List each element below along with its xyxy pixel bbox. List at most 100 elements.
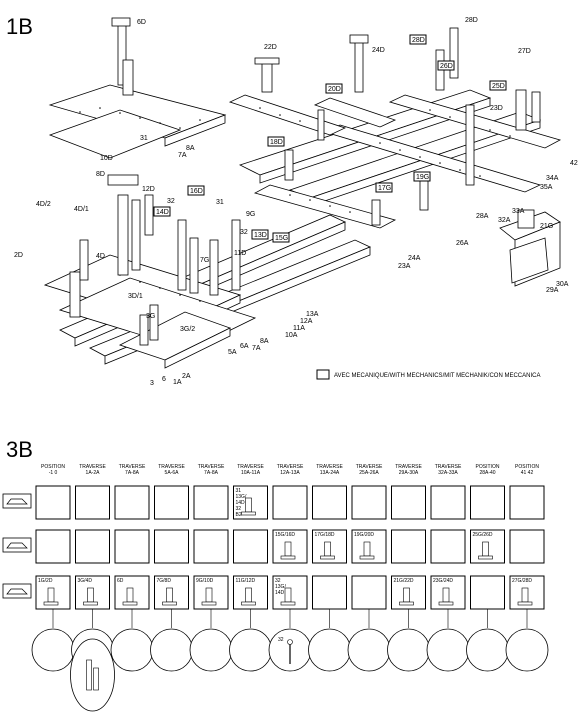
fixture-base-icon (241, 511, 256, 516)
fixture-base-icon (517, 601, 533, 606)
fixture-base-icon (399, 601, 414, 606)
label-11a: 11A (293, 325, 305, 332)
car-body-icon (6, 498, 28, 505)
label-8a: 8A (186, 145, 195, 152)
tool-circle (308, 628, 351, 672)
label-24d: 24D (372, 47, 385, 54)
tool-circle (387, 628, 430, 672)
cell-label: 17G/18D (315, 532, 335, 538)
column-header-2: 7A-8A (125, 470, 140, 476)
column-header-0: -1 0 (49, 470, 58, 476)
label-3g: 3G (146, 313, 155, 320)
clamp-icon (86, 659, 92, 691)
fixture-icon (363, 541, 371, 557)
position-cell (75, 529, 110, 564)
fixture-icon (403, 587, 410, 603)
label-3a: 3 (150, 380, 154, 387)
label-20d-box (325, 83, 343, 94)
label-28d-b: 28D (465, 17, 478, 24)
cell-label: 6D (117, 578, 124, 584)
tool-circle (31, 628, 75, 672)
label-17g-box (375, 182, 393, 193)
fixture-base-icon (359, 555, 375, 560)
position-cell (193, 485, 229, 520)
car-icon (2, 583, 32, 599)
label-4d: 4D (96, 253, 105, 260)
label-28d-a: 28D (412, 37, 425, 44)
position-cell (154, 529, 189, 564)
cell-label: 31 (236, 488, 242, 494)
column-header-3: TRAVERSE (158, 464, 185, 470)
cell-label: 25G/26D (473, 532, 493, 538)
label-26a: 26A (456, 240, 469, 247)
position-cell (233, 529, 268, 564)
column-header-12: POSITION (515, 464, 539, 470)
column-header-1: TRAVERSE (79, 464, 106, 470)
section-3b-title: 3B (6, 437, 33, 462)
label-18d-box (267, 136, 285, 147)
cell-label: 21G/22D (394, 578, 414, 584)
position-cell (351, 575, 387, 610)
column-header-12: 41 42 (521, 470, 534, 476)
tool-circle (110, 628, 154, 672)
label-42: 42 (570, 160, 578, 167)
column-header-6: 12A-13A (280, 470, 300, 476)
position-cell (430, 529, 466, 564)
label-18d: 18D (270, 139, 283, 146)
fixture-icon (245, 587, 252, 603)
label-35a: 35A (540, 184, 553, 191)
tool-circle (347, 628, 391, 672)
column-header-3: 5A-6A (165, 470, 180, 476)
fixture-base-icon (478, 555, 493, 560)
label-23a: 23A (398, 263, 411, 270)
label-30a: 30A (556, 281, 569, 288)
legend-text: AVEC MECANIQUE/WITH MECHANICS/MIT MECHAN… (334, 373, 540, 379)
label-7a2: 7A (252, 345, 261, 352)
fixture-base-icon (280, 601, 296, 606)
label-5a: 5A (228, 349, 237, 356)
label-15g-box (272, 232, 290, 243)
position-cell (391, 485, 426, 520)
label-26d-box (437, 60, 455, 71)
label-6b: 6 (162, 376, 166, 383)
fixture-icon (205, 587, 213, 603)
hole-pattern (79, 107, 511, 302)
label-27d: 27D (518, 48, 531, 55)
label-6a: 6A (240, 343, 249, 350)
cell-label: 3G/4D (78, 578, 93, 584)
label-15g: 15G (275, 235, 288, 242)
column-header-5: 10A-11A (241, 470, 261, 476)
column-header-1: 1A-2A (86, 470, 101, 476)
label-2d: 2D (14, 252, 23, 259)
cell-label: 7G/8D (157, 578, 172, 584)
position-cell (114, 529, 150, 564)
position-cell (509, 485, 545, 520)
clamp-icon (93, 667, 99, 691)
fixture-icon (87, 587, 94, 603)
label-26d: 26D (440, 63, 453, 70)
position-cell (193, 529, 229, 564)
tool-circle (229, 628, 272, 672)
column-header-9: 29A-30A (399, 470, 419, 476)
position-cell (272, 485, 308, 520)
cell-label: 27G/28D (512, 578, 532, 584)
car-body-icon (6, 542, 28, 549)
position-cell (35, 485, 71, 520)
label-22d: 22D (264, 44, 277, 51)
label-32a: 32 (167, 198, 175, 205)
label-16d-box (187, 185, 205, 196)
cell-label: 14D (236, 500, 246, 506)
position-cell (470, 485, 505, 520)
fixture-icon (442, 587, 450, 603)
label-4d2: 4D/2 (36, 201, 51, 208)
cell-label: 14D (275, 590, 285, 596)
detail-oval (70, 638, 115, 712)
cell-label: 11G/12D (236, 578, 256, 584)
column-header-6: TRAVERSE (277, 464, 304, 470)
label-10d: 10D (100, 155, 113, 162)
fixture-base-icon (241, 601, 256, 606)
label-7g: 7G (200, 257, 209, 264)
label-28d-box (409, 34, 427, 45)
position-cell (312, 575, 347, 610)
cell-label: 15G/16D (275, 532, 295, 538)
